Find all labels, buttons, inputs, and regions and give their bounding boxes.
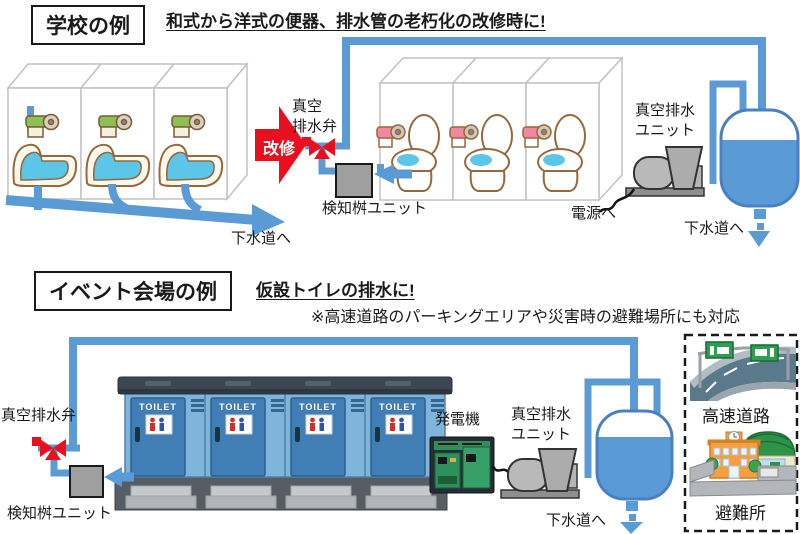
school-headline: 和式から洋式の便器、排水管の老朽化の改修時に!	[166, 12, 546, 31]
renovation-arrow	[255, 106, 306, 184]
portable-toilets	[114, 376, 453, 511]
squat-toilets	[12, 143, 224, 187]
highway-label: 高速道路	[702, 407, 770, 426]
detection-unit-label-bottom: 検知桝ユニット	[7, 505, 113, 522]
event-note: ※高速道路のパーキングエリアや災害時の避難場所にも対応	[311, 309, 740, 326]
vacuum-unit-label-top: 真空排水 ユニット	[635, 102, 696, 139]
drain-arrow-head-bottom	[104, 467, 122, 487]
old-sewer-label: 下水道へ	[231, 230, 292, 247]
tank-outlet-arrow-bottom	[620, 501, 643, 534]
detection-unit-label-top: 検知桝ユニット	[322, 200, 428, 217]
shelter-illustration	[689, 431, 797, 497]
toilet-wall-stub	[377, 164, 384, 174]
tank-outlet-arrow-top	[748, 209, 770, 247]
shelter-label: 避難所	[715, 504, 766, 523]
drain-arrow-head-top	[374, 164, 394, 184]
new-sewer-label-top: 下水道へ	[684, 220, 745, 237]
detection-unit-bottom	[69, 465, 104, 498]
vacuum-valve-label-bottom: 真空排水弁	[1, 407, 77, 424]
paper-rolls-green	[25, 113, 206, 138]
highway-illustration	[690, 341, 796, 401]
event-section-title: イベント会場の例	[34, 271, 232, 311]
vacuum-valve-label-top: 真空 排水弁	[292, 98, 338, 135]
vacuum-unit-label-bottom: 真空排水 ユニット	[511, 406, 572, 443]
vacuum-pump-top	[625, 146, 705, 197]
toilet-sign-4: TOILET	[379, 402, 417, 412]
renovation-arrow-label: 改修	[262, 141, 295, 158]
toilet-sign-3: TOILET	[299, 402, 337, 412]
power-cable-top	[598, 188, 636, 213]
detection-unit-top	[335, 163, 373, 198]
event-headline: 仮設トイレの排水に!	[256, 281, 415, 300]
paper-rolls-pink	[376, 124, 552, 148]
generator	[429, 436, 495, 494]
restroom-pictogram-placards	[145, 399, 444, 435]
toilet-sign-1: TOILET	[139, 402, 177, 412]
vacuum-pump-bottom	[500, 448, 580, 499]
school-section-title: 学校の例	[31, 5, 145, 45]
old-sewer-arrow-head	[252, 204, 285, 236]
vacuum-tank-top	[719, 108, 800, 208]
generator-label: 発電機	[435, 411, 481, 428]
vacuum-valve-bottom	[32, 437, 66, 460]
sewer-label-bottom: 下水道へ	[546, 512, 607, 529]
vacuum-valve-top	[302, 137, 335, 159]
western-toilets	[391, 114, 586, 192]
old-sewer-arrow-shaft	[5, 195, 257, 225]
toilet-sign-2: TOILET	[219, 402, 257, 412]
vacuum-tank-bottom	[595, 409, 674, 501]
power-label: 電源へ	[571, 205, 617, 222]
